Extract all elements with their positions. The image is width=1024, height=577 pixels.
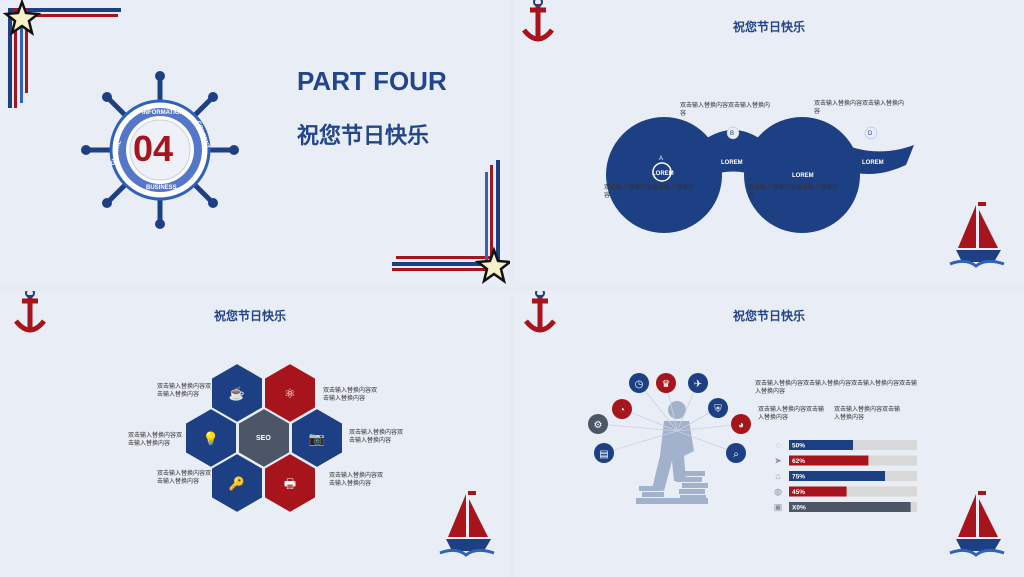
- ring-word-top: INFORMATION: [142, 110, 184, 116]
- timeline-text-bottom-left: 双击输入替换内容双击输入替换内容: [604, 185, 695, 199]
- progress-label: 50%: [792, 443, 805, 450]
- svg-text:◔: ◔: [619, 405, 625, 416]
- slide3-title: 祝您节日快乐: [213, 309, 286, 323]
- camera-icon: 📷: [309, 431, 325, 446]
- slide-part-four[interactable]: 04 INFORMATION CONTENT BUSINESS GLOBAL P…: [0, 0, 510, 286]
- shield-icon: [708, 398, 728, 418]
- clipboard-icon: [594, 443, 614, 463]
- slide-timeline[interactable]: 祝您节日快乐 双击输入替换内容双击输入替换内容 双击输入替换内容双击输入替换内容…: [514, 0, 1024, 286]
- progress-label: X0%: [792, 505, 806, 512]
- progress-fill: [789, 486, 847, 497]
- key-icon: 🔑: [229, 475, 245, 492]
- timeline-text-top-left: 双击输入替换内容双击输入替换内容: [680, 103, 771, 117]
- ring-word-bottom: BUSINESS: [146, 185, 177, 191]
- hex-text: 双击输入替换内容双击输入替换内容: [157, 471, 212, 485]
- slide4-decor: ◷ ♛ ✈ ◔ ⛨ ⚙ ◕ ▤ ⌕ ◌ 50% ➤ 62% ⌂ 75% ◍ 45% ▣ X0%: [524, 291, 1005, 557]
- search-icon: [726, 443, 746, 463]
- sailboat-icon: [439, 491, 495, 557]
- timeline-text-bottom-right: 双击输入替换内容双击输入替换内容: [748, 185, 839, 199]
- sailboat-icon: [949, 491, 1005, 557]
- top-description: 双击输入替换内容双击输入替换内容双击输入替换内容双击输入替换内容: [755, 381, 918, 395]
- lorem-label: LOREM: [862, 160, 884, 166]
- timer-icon: [612, 399, 632, 419]
- bar-icon: ➤: [774, 456, 782, 466]
- ship-wheel: [81, 71, 239, 229]
- column-description: 双击输入替换内容双击输入替换内容: [834, 407, 901, 421]
- bar-icon: ⌂: [775, 471, 780, 481]
- star-icon: [474, 246, 510, 284]
- hex-text: 双击输入替换内容双击输入替换内容: [128, 433, 183, 447]
- trophy-icon: [656, 373, 676, 393]
- slide-hexagons[interactable]: ☕ ⚛ 💡 📷 🔑 🖶 祝您节日快乐 SEO 双击输入替换内容双击输入替换内容 双击输入替…: [0, 291, 510, 577]
- progress-label: 62%: [792, 458, 805, 465]
- bar-icon: ◌: [775, 440, 780, 450]
- hex-text: 双击输入替换内容双击输入替换内容: [323, 388, 378, 402]
- lightbulb-icon: 💡: [203, 431, 219, 446]
- part-heading: PART FOUR: [297, 66, 447, 96]
- svg-text:♛: ♛: [662, 379, 671, 390]
- bar-icon: ▣: [774, 502, 783, 512]
- stopwatch-icon: [629, 373, 649, 393]
- slide1-decor: [2, 0, 510, 284]
- anchor-icon: [14, 291, 46, 333]
- svg-text:✈: ✈: [694, 379, 702, 390]
- star-icon: [2, 0, 42, 36]
- timeline-text-top-right: 双击输入替换内容双击输入替换内容: [814, 101, 905, 115]
- slide-progress[interactable]: ◷ ♛ ✈ ◔ ⛨ ⚙ ◕ ▤ ⌕ ◌ 50% ➤ 62% ⌂ 75% ◍ 45% ▣ X0% 祝您节日快乐 双击…: [514, 291, 1024, 577]
- slide2-decor: [522, 0, 1005, 268]
- anchor-icon: [524, 291, 556, 333]
- marker-b: B: [730, 131, 735, 137]
- coffee-icon: ☕: [229, 385, 245, 401]
- lorem-label: LOREM: [652, 171, 674, 177]
- settings-icon: [588, 414, 608, 434]
- slide4-title: 祝您节日快乐: [732, 309, 805, 323]
- svg-text:⌕: ⌕: [733, 449, 739, 460]
- plane-icon: [688, 373, 708, 393]
- progress-fill: [789, 440, 853, 450]
- progress-fill: [789, 455, 869, 466]
- progress-label: 75%: [792, 474, 805, 481]
- corner-stripes-top-left: [8, 8, 121, 108]
- slide-number: 04: [133, 128, 174, 169]
- marker-d: D: [868, 131, 873, 137]
- slide1-title: 祝您节日快乐: [297, 123, 430, 148]
- svg-text:⚙: ⚙: [594, 420, 603, 431]
- bar-icon: ◍: [774, 487, 782, 497]
- slide3-decor: ☕ ⚛ 💡 📷 🔑 🖶: [14, 291, 495, 557]
- hexagon: [263, 451, 317, 515]
- svg-text:▤: ▤: [599, 449, 608, 460]
- progress-track: [789, 486, 917, 497]
- hex-text: 双击输入替换内容双击输入替换内容: [349, 430, 404, 444]
- progress-fill: [789, 502, 911, 512]
- marker-a: A: [659, 156, 664, 162]
- progress-label: 45%: [792, 489, 805, 496]
- svg-text:◷: ◷: [635, 379, 644, 390]
- printer-icon: 🖶: [284, 476, 296, 491]
- svg-text:◕: ◕: [738, 420, 744, 431]
- gauge-icon: [731, 414, 751, 434]
- svg-text:⛨: ⛨: [714, 404, 722, 415]
- sailboat-icon: [949, 202, 1005, 268]
- atom-icon: ⚛: [284, 386, 296, 401]
- slide2-title: 祝您节日快乐: [732, 20, 805, 34]
- hex-text: 双击输入替换内容双击输入替换内容: [157, 384, 212, 398]
- anchor-icon: [522, 0, 554, 42]
- hex-text: 双击输入替换内容双击输入替换内容: [329, 473, 384, 487]
- progress-fill: [789, 471, 885, 481]
- lorem-label: LOREM: [792, 173, 814, 179]
- corner-stripes-bottom-right: [392, 160, 500, 271]
- seo-label: SEO: [256, 435, 271, 442]
- timeline-shape: [606, 117, 914, 233]
- lorem-label: LOREM: [721, 160, 743, 166]
- climbing-person-icon: [636, 401, 708, 504]
- column-description: 双击输入替换内容双击输入替换内容: [758, 407, 825, 421]
